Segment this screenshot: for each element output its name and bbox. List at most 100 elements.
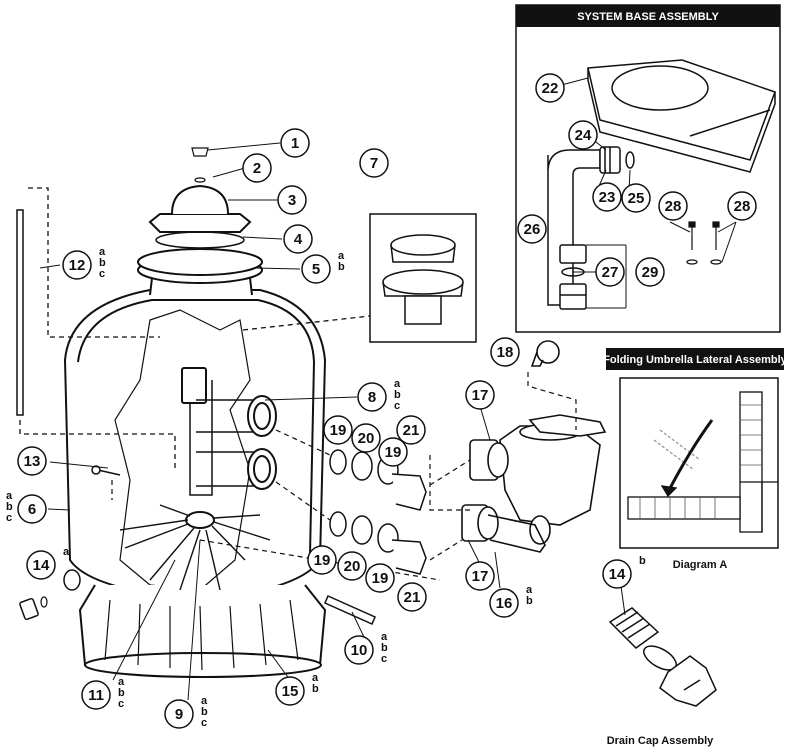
callout-number: 19	[372, 570, 389, 587]
callout-circle	[242, 153, 272, 183]
callout-c26: 26	[517, 214, 547, 244]
misc-parts	[91, 465, 376, 625]
callout-suffix: c	[99, 268, 105, 280]
callout-c14b: 14b	[602, 555, 646, 589]
callout-number: 15	[282, 683, 299, 700]
callout-suffix: b	[118, 687, 125, 699]
callout-c20b: 20	[337, 551, 367, 581]
lateral-assembly-panel: Folding Umbrella Lateral Assembly	[603, 348, 788, 571]
callout-suffix: b	[394, 389, 401, 401]
callout-c1: 1	[280, 128, 310, 158]
drain-cap-drawing	[608, 607, 717, 707]
callout-circle	[592, 182, 622, 212]
callout-c7: 7	[359, 148, 389, 178]
callout-suffix: b	[6, 501, 13, 513]
callout-suffix: a	[394, 378, 401, 390]
callout-number: 1	[291, 135, 299, 152]
callout-number: 19	[385, 444, 402, 461]
valve-drawing	[461, 340, 607, 553]
callout-c19d: 19	[365, 563, 395, 593]
callout-suffix: b	[338, 261, 345, 273]
callout-suffix: a	[6, 490, 13, 502]
callout-circle	[301, 254, 331, 284]
callout-circle	[378, 437, 408, 467]
callout-number: 18	[497, 344, 514, 361]
callout-number: 13	[24, 453, 41, 470]
callout-number: 16	[496, 595, 513, 612]
callout-c11: 11 abc	[81, 676, 125, 710]
callout-c14a: 14a	[26, 546, 70, 580]
callout-number: 11	[88, 687, 104, 704]
drain-cap-caption: Drain Cap Assembly	[607, 735, 714, 747]
callout-circle	[283, 224, 313, 254]
callout-suffix: c	[381, 653, 387, 665]
callout-circle	[17, 446, 47, 476]
callout-circle	[489, 588, 519, 618]
callout-circle	[337, 551, 367, 581]
callout-number: 21	[403, 422, 420, 439]
callout-circle	[351, 423, 381, 453]
callout-number: 12	[69, 257, 86, 274]
callout-circle	[277, 185, 307, 215]
callout-c3: 3	[277, 185, 307, 215]
callout-circle	[280, 128, 310, 158]
callout-number: 29	[642, 264, 659, 281]
callout-suffix: c	[6, 512, 12, 524]
callout-circle	[164, 699, 194, 729]
elbow-pipe-drawing	[547, 146, 635, 306]
callout-c24: 24	[568, 120, 598, 150]
callout-number: 9	[175, 706, 183, 723]
system-base-title: SYSTEM BASE ASSEMBLY	[577, 11, 719, 23]
callout-number: 23	[599, 189, 616, 206]
callout-circle	[62, 250, 92, 280]
callout-c25: 25	[621, 183, 651, 213]
callout-suffix: c	[118, 698, 124, 710]
callout-c27: 27	[595, 257, 625, 287]
callout-circle	[26, 550, 56, 580]
callout-c5: 5ab	[301, 250, 345, 284]
callout-circle	[81, 680, 111, 710]
union-parts-drawing	[559, 244, 587, 310]
callout-circle	[465, 380, 495, 410]
callout-c6: 6 abc	[6, 490, 47, 524]
callout-circle	[275, 676, 305, 706]
callout-c20a: 20	[351, 423, 381, 453]
callout-suffix: a	[201, 695, 208, 707]
callout-c28b: 28	[727, 191, 757, 221]
part-12-rod	[16, 187, 176, 470]
callout-number: 4	[294, 231, 303, 248]
callout-number: 17	[472, 568, 489, 585]
callout-number: 8	[368, 389, 376, 406]
callout-number: 25	[628, 190, 645, 207]
callout-suffix: a	[338, 250, 345, 262]
callout-suffix: a	[312, 672, 319, 684]
callout-number: 24	[575, 127, 592, 144]
callout-number: 19	[330, 422, 347, 439]
callout-circle	[307, 545, 337, 575]
callout-circle	[535, 73, 565, 103]
callout-circle	[658, 191, 688, 221]
screws-drawing	[686, 221, 722, 265]
base-plate-drawing	[587, 59, 776, 173]
filter-tank-drawing	[19, 147, 327, 678]
callout-c2: 2	[242, 153, 272, 183]
callout-number: 20	[358, 430, 375, 447]
callout-circle	[517, 214, 547, 244]
callout-suffix: a	[118, 676, 125, 688]
callout-number: 22	[542, 80, 559, 97]
callout-c21a: 21	[396, 415, 426, 445]
callout-circle	[635, 257, 665, 287]
callout-circle	[357, 382, 387, 412]
callout-c23: 23	[592, 182, 622, 212]
callout-suffix: c	[201, 717, 207, 729]
callout-number: 28	[665, 198, 682, 215]
callout-number: 6	[28, 501, 36, 518]
callout-suffix: b	[526, 595, 533, 607]
